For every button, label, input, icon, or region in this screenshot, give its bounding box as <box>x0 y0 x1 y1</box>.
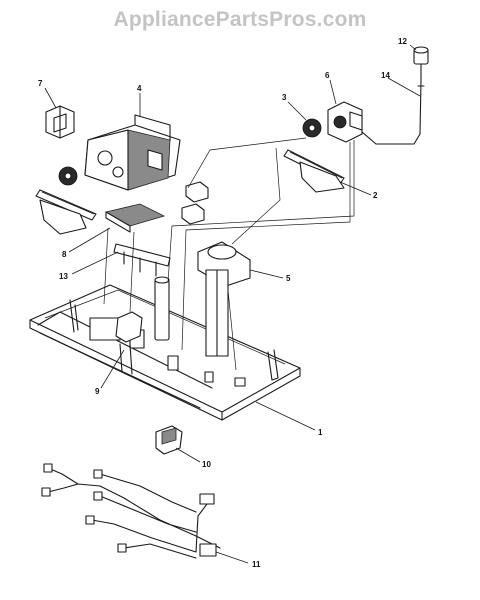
chassis-post-left <box>154 276 170 341</box>
gear-left <box>58 166 78 186</box>
part-5-motor[interactable] <box>197 241 251 357</box>
callout-2: 2 <box>373 191 378 200</box>
callout-13: 13 <box>59 272 68 281</box>
part-2-gear-rack[interactable] <box>283 149 345 193</box>
callout-7: 7 <box>38 79 43 88</box>
part-14-sensor-wire[interactable] <box>361 63 425 145</box>
callout-5: 5 <box>286 274 291 283</box>
callout-1: 1 <box>318 428 323 437</box>
part-4-transformer-housing[interactable] <box>84 114 181 191</box>
small-block-lower <box>181 203 205 225</box>
callout-3: 3 <box>282 93 287 102</box>
callout-4: 4 <box>137 84 142 93</box>
part-9-connector[interactable] <box>115 311 143 375</box>
part-3-gear[interactable] <box>302 118 322 138</box>
callout-9: 9 <box>95 387 100 396</box>
callout-8: 8 <box>62 250 67 259</box>
callout-12: 12 <box>398 37 407 46</box>
exploded-view-guides <box>103 137 355 371</box>
part-8-pad[interactable] <box>104 203 166 233</box>
callout-labels: 7 4 3 6 12 14 2 5 8 13 9 1 10 11 <box>38 37 407 569</box>
part-12-sensor-cap[interactable] <box>413 46 429 65</box>
part-10-rocker-switch[interactable] <box>155 425 183 455</box>
part-13-strip[interactable] <box>113 243 171 277</box>
part-11-wire-harness[interactable] <box>41 463 221 559</box>
gear-rack-left <box>35 189 97 221</box>
small-block-upper <box>185 181 209 203</box>
callout-6: 6 <box>325 71 330 80</box>
callout-10: 10 <box>202 460 211 469</box>
callout-14: 14 <box>381 71 390 80</box>
callout-leaders <box>44 44 421 564</box>
part-6-switch-assembly[interactable] <box>327 101 363 143</box>
watermark-text: AppliancePartsPros.com <box>113 8 367 31</box>
part-7-bracket[interactable] <box>45 105 75 139</box>
callout-11: 11 <box>252 560 261 569</box>
rack-clip-left <box>39 199 87 235</box>
